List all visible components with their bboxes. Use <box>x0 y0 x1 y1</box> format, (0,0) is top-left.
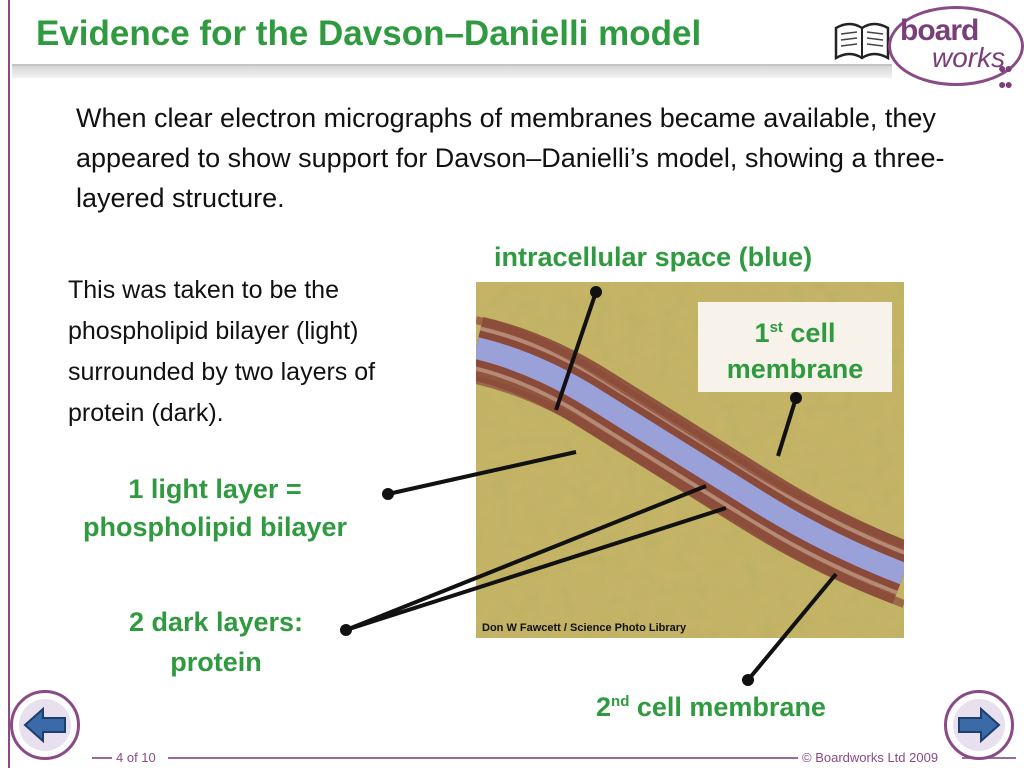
back-button[interactable] <box>10 690 80 760</box>
logo-board-text: board <box>900 14 979 47</box>
logo-works-text: works <box>932 42 1006 73</box>
bilayer-explanation: This was taken to be the phospholipid bi… <box>68 276 376 427</box>
intro-paragraph: When clear electron micrographs of membr… <box>76 103 945 213</box>
label-intracellular-space: intracellular space (blue) <box>494 242 813 272</box>
title-bar <box>12 66 892 78</box>
label-first-cell-membrane: 1st cell membrane <box>698 302 892 392</box>
boardworks-logo: board works ●●●● <box>828 2 1024 92</box>
slide-title: Evidence for the Davson–Danielli model <box>36 14 702 53</box>
logo-dots: ●●●● <box>998 60 1013 92</box>
image-credit: Don W Fawcett / Science Photo Library <box>482 622 687 634</box>
footer-line-left <box>92 757 112 759</box>
copyright: © Boardworks Ltd 2009 <box>798 750 943 765</box>
book-icon <box>834 22 890 61</box>
label-dark-layers: 2 dark layers: protein <box>128 607 304 677</box>
label-light-layer: 1 light layer = phospholipid bilayer <box>82 474 347 542</box>
forward-arrow-icon <box>953 699 1005 751</box>
forward-button[interactable] <box>944 690 1014 760</box>
label-second-cell-membrane: 2nd cell membrane <box>596 692 826 722</box>
back-arrow-icon <box>19 699 71 751</box>
slide-left-border <box>8 0 10 768</box>
footer-line-mid <box>168 757 798 759</box>
title-divider <box>12 64 892 66</box>
page-counter: 4 of 10 <box>112 750 160 765</box>
logo-oval <box>888 6 1024 86</box>
